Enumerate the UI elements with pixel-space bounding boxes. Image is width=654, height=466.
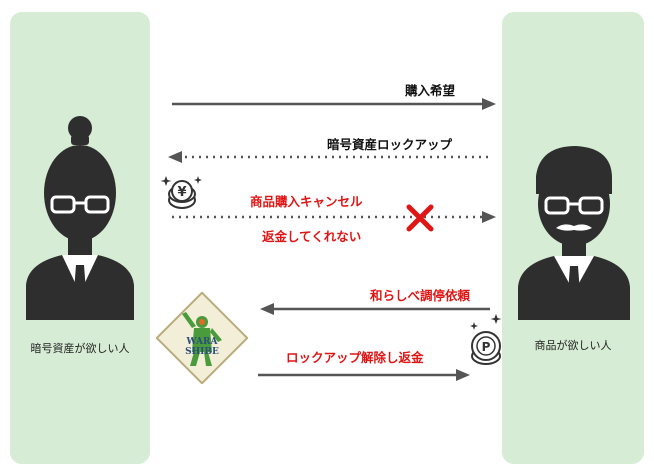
- man-avatar-icon: [518, 146, 630, 320]
- refund-arrow: [258, 369, 470, 381]
- cancel-request-arrow: [172, 211, 496, 223]
- woman-avatar-icon: [26, 116, 134, 320]
- crypto-lockup-label: 暗号資産ロックアップ: [327, 137, 453, 152]
- unlock-refund-label: ロックアップ解除し返金: [286, 350, 424, 365]
- right-party-label: 商品が欲しい人: [534, 339, 612, 352]
- point-coin-icon: P: [470, 314, 502, 365]
- no-refund-label: 返金してくれない: [262, 229, 362, 244]
- logo-text-line1: WARA: [186, 337, 219, 347]
- yen-coin-icon: ¥: [160, 176, 202, 209]
- cross-icon: [406, 204, 434, 232]
- mediation-request-label: 和らしべ調停依頼: [370, 288, 471, 303]
- purchase-request-label: 購入希望: [405, 83, 456, 98]
- svg-text:¥: ¥: [177, 185, 186, 200]
- cancel-purchase-label: 商品購入キャンセル: [250, 194, 363, 209]
- warashibe-logo: WARA SHIBE: [156, 292, 248, 384]
- mediation-request-arrow: [260, 303, 490, 315]
- logo-text-line2: SHIBE: [185, 347, 219, 357]
- svg-text:P: P: [482, 340, 491, 354]
- crypto-lockup-arrow: [168, 151, 488, 163]
- left-party-label: 暗号資産が欲しい人: [30, 342, 130, 355]
- purchase-request-arrow: [172, 98, 496, 110]
